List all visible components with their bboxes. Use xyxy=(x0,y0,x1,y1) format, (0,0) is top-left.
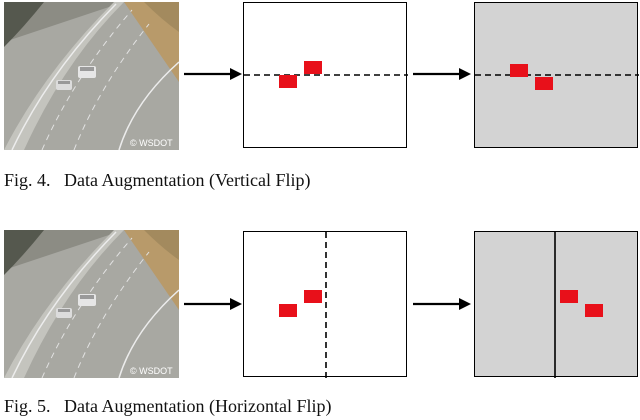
original-boxes-panel xyxy=(243,2,408,148)
original-boxes-panel xyxy=(243,231,407,378)
flipped-boxes-panel xyxy=(474,2,639,148)
arrow-icon xyxy=(184,298,242,310)
arrow-icon xyxy=(413,298,471,310)
figure-5: © WSDOT Fig. 5. Data Augmentation (Horiz… xyxy=(0,228,640,420)
figure-caption: Fig. 4. Data Augmentation (Vertical Flip… xyxy=(4,170,311,190)
flipped-boxes-panel xyxy=(474,231,638,378)
bounding-box-marker xyxy=(304,61,322,74)
bounding-box-marker xyxy=(535,77,553,90)
arrow-icon xyxy=(413,68,471,80)
photo-watermark: © WSDOT xyxy=(130,366,173,376)
figure-4: © WSDOT Fig. 4. Data Augmentation (Verti… xyxy=(0,0,640,200)
bounding-box-marker xyxy=(585,304,603,317)
figure-caption: Fig. 5. Data Augmentation (Horizontal Fl… xyxy=(4,396,332,416)
bounding-box-marker xyxy=(560,290,578,303)
bounding-box-marker xyxy=(510,64,528,77)
arrow-icon xyxy=(184,68,242,80)
bounding-box-marker xyxy=(304,290,322,303)
bounding-box-marker xyxy=(279,75,297,88)
bounding-box-marker xyxy=(279,304,297,317)
photo-watermark: © WSDOT xyxy=(130,138,173,148)
traffic-camera-photo: © WSDOT xyxy=(4,230,179,378)
traffic-camera-photo: © WSDOT xyxy=(4,2,179,150)
